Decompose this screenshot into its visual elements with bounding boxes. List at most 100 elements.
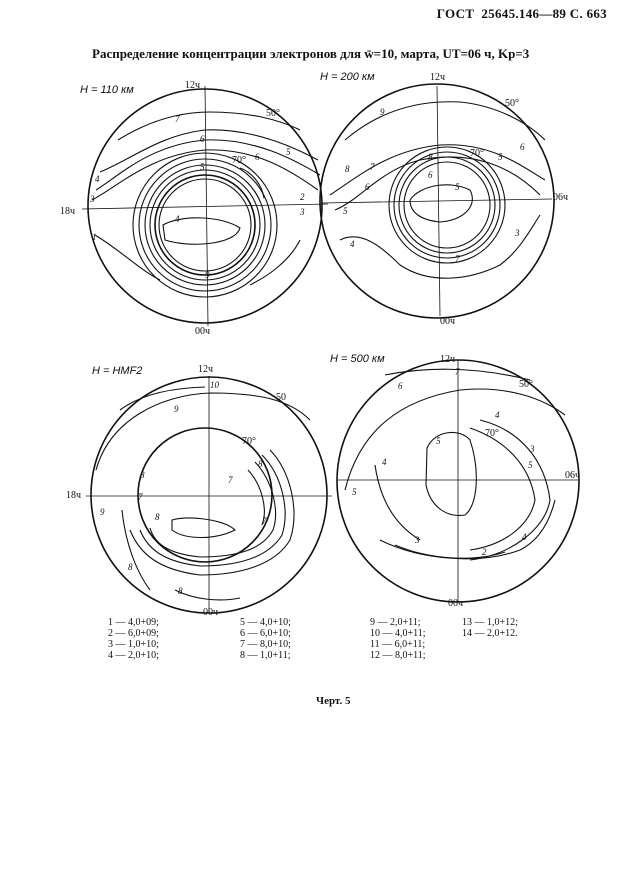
svg-text:6: 6: [365, 182, 370, 192]
svg-text:7: 7: [138, 492, 143, 502]
legend-item: 6 — 6,0+10;: [240, 628, 291, 639]
svg-text:8: 8: [140, 470, 145, 480]
svg-text:3: 3: [299, 207, 305, 217]
svg-text:4: 4: [495, 410, 500, 420]
svg-text:7: 7: [455, 254, 460, 264]
panel-500km: [336, 359, 580, 603]
figure-title: Распределение концентрации электронов дл…: [92, 46, 530, 61]
svg-text:4: 4: [382, 457, 387, 467]
legend-item: 13 — 1,0+12;: [462, 617, 518, 628]
svg-text:1: 1: [92, 232, 97, 242]
svg-text:3: 3: [529, 444, 535, 454]
svg-text:6: 6: [428, 170, 433, 180]
svg-text:5: 5: [343, 206, 348, 216]
legend-item: 2 — 6,0+09;: [108, 628, 159, 639]
svg-text:8: 8: [428, 152, 433, 162]
svg-text:7: 7: [370, 162, 375, 172]
panel-500km-height-label: H = 500 км: [330, 353, 385, 365]
page-header: ГОСТ 25645.146—89 С. 663: [437, 6, 607, 22]
panel-110km-lat70: 70°: [232, 155, 246, 166]
legend-column-3: 9 — 2,0+11; 10 — 4,0+11; 11 — 6,0+11; 12…: [370, 617, 426, 661]
header-page-number: С. 663: [569, 6, 607, 21]
svg-text:3: 3: [89, 194, 95, 204]
svg-text:6: 6: [200, 134, 205, 144]
svg-text:4: 4: [350, 239, 355, 249]
panel-hmf2-height-label: H = HMF2: [92, 365, 142, 377]
panel-hmf2: [86, 376, 332, 614]
panel-110km: [81, 85, 329, 327]
panel-110km-height-label: H = 110 км: [80, 84, 134, 96]
svg-text:2: 2: [482, 547, 487, 557]
legend-item: 3 — 1,0+10;: [108, 639, 159, 650]
svg-text:2: 2: [300, 192, 305, 202]
svg-text:6: 6: [520, 142, 525, 152]
svg-text:3: 3: [514, 228, 520, 238]
panel-500km-bottom-label: 00ч: [448, 598, 463, 609]
svg-text:6: 6: [398, 381, 403, 391]
svg-text:6: 6: [255, 152, 260, 162]
panel-hmf2-bottom-label: 00ч: [203, 607, 218, 618]
svg-text:10: 10: [210, 380, 220, 390]
legend-column-1: 1 — 4,0+09; 2 — 6,0+09; 3 — 1,0+10; 4 — …: [108, 617, 159, 661]
svg-text:8: 8: [345, 164, 350, 174]
svg-text:4: 4: [175, 214, 180, 224]
panel-200km-right-label: 06ч: [553, 192, 568, 203]
legend-item: 4 — 2,0+10;: [108, 650, 159, 661]
svg-text:5: 5: [498, 152, 503, 162]
svg-text:9: 9: [205, 270, 210, 280]
svg-text:4: 4: [95, 174, 100, 184]
legend-item: 12 — 8,0+11;: [370, 650, 426, 661]
legend-item: 5 — 4,0+10;: [240, 617, 291, 628]
svg-text:3: 3: [414, 535, 420, 545]
svg-text:7: 7: [228, 475, 233, 485]
panel-500km-right-label: 06ч: [565, 470, 580, 481]
legend-item: 7 — 8,0+10;: [240, 639, 291, 650]
legend-item: 9 — 2,0+11;: [370, 617, 421, 628]
panel-500km-top-label: 12ч: [440, 354, 455, 365]
panel-200km-lat50: 50°: [505, 98, 519, 109]
panel-200km: [319, 83, 555, 319]
svg-text:5: 5: [528, 460, 533, 470]
svg-text:5: 5: [200, 162, 205, 172]
panel-hmf2-lat50: 50: [276, 392, 286, 403]
panel-110km-bottom-label: 00ч: [195, 326, 210, 337]
panel-hmf2-left-label: 18ч: [66, 490, 81, 501]
panel-hmf2-lat70: 70°: [242, 436, 256, 447]
panel-hmf2-top-label: 12ч: [198, 364, 213, 375]
svg-text:7: 7: [175, 114, 180, 124]
svg-text:9: 9: [174, 404, 179, 414]
panel-500km-lat70: 70°: [485, 428, 499, 439]
legend-item: 8 — 1,0+11;: [240, 650, 291, 661]
figure-caption: Черт. 5: [316, 695, 351, 707]
header-doc-number: 25645.146—89: [481, 6, 567, 21]
legend-item: 1 — 4,0+09;: [108, 617, 159, 628]
svg-text:9: 9: [380, 107, 385, 117]
panel-110km-lat50: 50°: [266, 108, 280, 119]
panel-500km-lat50: 50°: [519, 379, 533, 390]
legend-item: 14 — 2,0+12.: [462, 628, 518, 639]
svg-text:7: 7: [455, 367, 460, 377]
panel-200km-bottom-label: 00ч: [440, 316, 455, 327]
svg-text:8: 8: [128, 562, 133, 572]
header-gost: ГОСТ: [436, 6, 475, 21]
legend-column-4: 13 — 1,0+12; 14 — 2,0+12.: [462, 617, 518, 639]
svg-text:5: 5: [286, 147, 291, 157]
svg-text:8: 8: [258, 459, 263, 469]
svg-text:5: 5: [352, 487, 357, 497]
svg-text:4: 4: [522, 532, 527, 542]
svg-text:5: 5: [436, 436, 441, 446]
panel-200km-lat70: 70°: [470, 148, 484, 159]
panel-200km-height-label: H = 200 км: [320, 71, 375, 83]
svg-text:7: 7: [262, 516, 267, 526]
legend-item: 11 — 6,0+11;: [370, 639, 426, 650]
svg-text:9: 9: [100, 507, 105, 517]
svg-text:8: 8: [178, 586, 183, 596]
legend-column-2: 5 — 4,0+10; 6 — 6,0+10; 7 — 8,0+10; 8 — …: [240, 617, 291, 661]
svg-text:5: 5: [455, 182, 460, 192]
svg-text:8: 8: [155, 512, 160, 522]
panel-200km-top-label: 12ч: [430, 72, 445, 83]
panel-110km-left-label: 18ч: [60, 206, 75, 217]
legend-item: 10 — 4,0+11;: [370, 628, 426, 639]
panel-110km-top-label: 12ч: [185, 80, 200, 91]
